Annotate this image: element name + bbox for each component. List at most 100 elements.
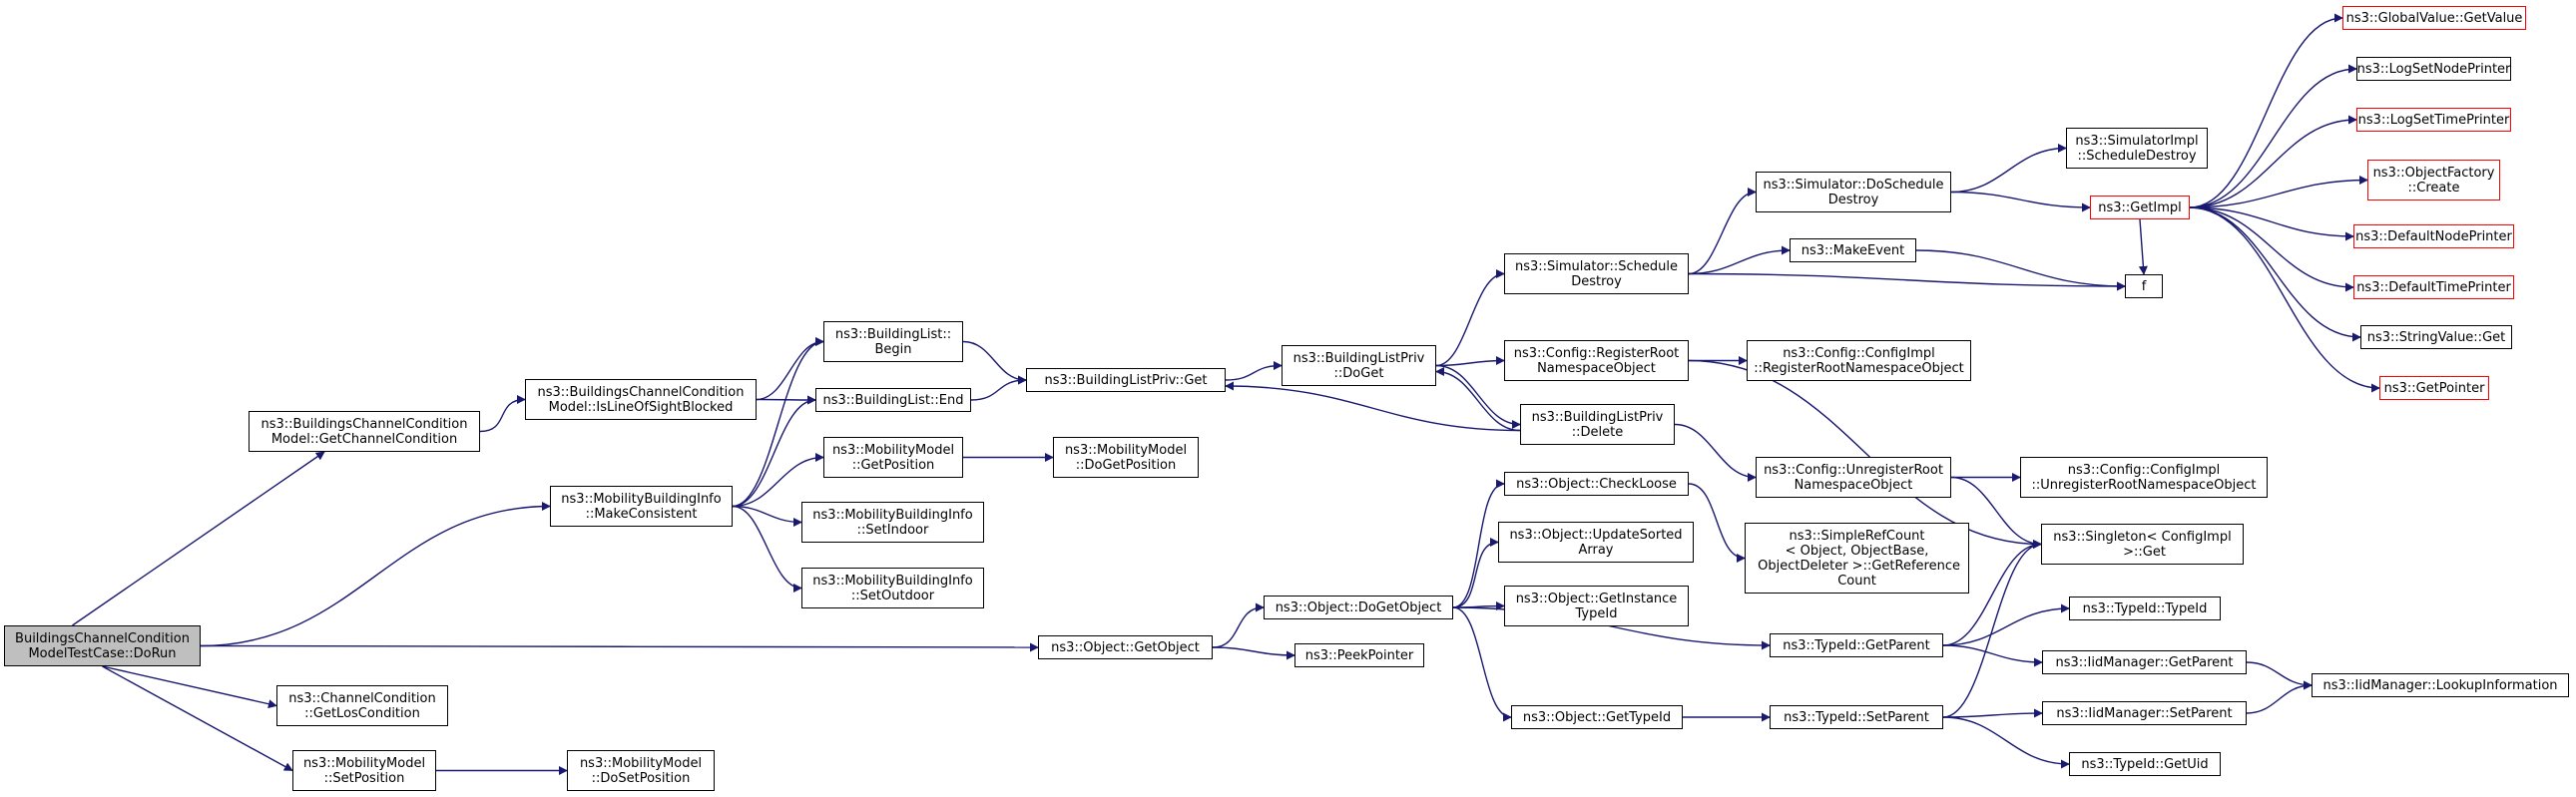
node-default-time-printer[interactable]: ns3::DefaultTimePrinter xyxy=(2353,275,2514,299)
edge-makeConsistent-to-setOutdoor xyxy=(732,505,802,593)
edge-typeIdSetParent-to-singletonGet xyxy=(1942,540,2042,718)
node-object-get-typeid[interactable]: ns3::Object::GetTypeId xyxy=(1511,705,1683,729)
edge-doGetObject-to-checkLoose xyxy=(1452,479,1505,608)
node-mobility-get-position[interactable]: ns3::MobilityModel ::GetPosition xyxy=(823,437,963,478)
edge-blpDoGet-to-cfgRegisterRoot xyxy=(1435,356,1505,367)
edge-getImpl-to-stringValueGet xyxy=(2189,206,2361,342)
edge-cfgRegisterRoot-to-singletonGet xyxy=(1688,359,2042,549)
edge-root-to-getChannelCondition xyxy=(72,451,325,626)
edge-getImpl-to-f xyxy=(2138,218,2148,275)
node-object-factory-create[interactable]: ns3::ObjectFactory ::Create xyxy=(2367,160,2500,200)
edge-cfgUnregisterRoot-to-singletonGet xyxy=(1950,476,2042,549)
edge-isLineOfSightBlocked-to-buildingListBegin xyxy=(756,337,824,401)
edge-blpDelete-to-cfgUnregisterRoot xyxy=(1674,423,1757,482)
edge-makeConsistent-to-buildingListEnd xyxy=(732,395,816,508)
edge-buildingListBegin-to-blpGet xyxy=(962,340,1027,385)
node-typeid-get-uid[interactable]: ns3::TypeId::GetUid xyxy=(2069,752,2221,776)
node-global-value-get-value[interactable]: ns3::GlobalValue::GetValue xyxy=(2342,6,2526,30)
edge-makeConsistent-to-setIndoor xyxy=(732,505,802,527)
edge-makeConsistent-to-buildingListBegin xyxy=(732,337,824,508)
edge-blpDoGet-to-simScheduleDestroy xyxy=(1435,269,1505,367)
node-object-do-get-object[interactable]: ns3::Object::DoGetObject xyxy=(1264,596,1453,619)
node-do-set-position[interactable]: ns3::MobilityModel ::DoSetPosition xyxy=(567,750,715,791)
node-get-los-condition[interactable]: ns3::ChannelCondition ::GetLosCondition xyxy=(276,685,448,726)
node-set-indoor[interactable]: ns3::MobilityBuildingInfo ::SetIndoor xyxy=(801,502,984,543)
node-f[interactable]: f xyxy=(2125,274,2163,298)
node-set-position[interactable]: ns3::MobilityModel ::SetPosition xyxy=(292,750,436,791)
node-set-outdoor[interactable]: ns3::MobilityBuildingInfo ::SetOutdoor xyxy=(801,568,984,608)
edge-root-to-makeConsistent xyxy=(200,502,551,647)
edge-root-to-getLosCondition xyxy=(102,665,277,709)
node-iidmanager-set-parent[interactable]: ns3::IidManager::SetParent xyxy=(2042,701,2247,725)
edge-typeIdGetParent-to-iidGetParent xyxy=(1942,644,2043,667)
edge-makeConsistent-to-mmGetPosition xyxy=(732,453,824,508)
edge-checkLoose-to-simpleRefCount xyxy=(1688,483,1746,563)
edge-root-to-setPosition xyxy=(102,665,293,772)
node-config-register-root[interactable]: ns3::Config::RegisterRoot NamespaceObjec… xyxy=(1504,340,1689,381)
edge-simScheduleDestroy-to-f xyxy=(1688,272,2126,291)
node-get-channel-condition[interactable]: ns3::BuildingsChannelCondition Model::Ge… xyxy=(249,411,480,452)
node-building-list-end[interactable]: ns3::BuildingList::End xyxy=(815,388,971,412)
node-string-value-get[interactable]: ns3::StringValue::Get xyxy=(2360,325,2512,349)
node-typeid-typeid[interactable]: ns3::TypeId::TypeId xyxy=(2069,597,2221,620)
edge-iidSetParent-to-iidLookupInformation xyxy=(2246,680,2313,714)
edge-getChannelCondition-to-isLineOfSightBlocked xyxy=(479,395,526,433)
edge-getImpl-to-objectFactoryCreate xyxy=(2189,176,2368,208)
node-typeid-get-parent[interactable]: ns3::TypeId::GetParent xyxy=(1770,633,1943,657)
edge-blpGet-to-blpDoGet xyxy=(1225,361,1283,381)
node-configimpl-unregister-root[interactable]: ns3::Config::ConfigImpl ::UnregisterRoot… xyxy=(2020,457,2268,498)
node-root-dorun[interactable]: BuildingsChannelCondition ModelTestCase:… xyxy=(4,625,201,666)
node-object-get-instance-typeid[interactable]: ns3::Object::GetInstance TypeId xyxy=(1504,586,1689,626)
edge-getImpl-to-globalValueGetValue xyxy=(2189,13,2343,208)
node-iidmanager-get-parent[interactable]: ns3::IidManager::GetParent xyxy=(2042,650,2247,674)
edge-doGetObject-to-getTypeId xyxy=(1452,606,1512,722)
node-simulator-schedule-destroy[interactable]: ns3::Simulator::Schedule Destroy xyxy=(1504,253,1689,294)
edge-makeEvent-to-f xyxy=(1915,249,2126,291)
node-configimpl-register-root[interactable]: ns3::Config::ConfigImpl ::RegisterRootNa… xyxy=(1747,340,1971,381)
edge-blpDelete-to-blpDoGet xyxy=(1435,367,1521,432)
edge-simDoScheduleDestroy-to-implScheduleDestroy xyxy=(1950,144,2067,194)
node-log-set-time-printer[interactable]: ns3::LogSetTimePrinter xyxy=(2356,108,2511,132)
edge-getImpl-to-defaultNodePrinter xyxy=(2189,206,2354,241)
edge-typeIdGetParent-to-singletonGet xyxy=(1942,540,2042,646)
edge-simScheduleDestroy-to-simDoScheduleDestroy xyxy=(1688,188,1757,275)
node-building-list-priv-delete[interactable]: ns3::BuildingListPriv ::Delete xyxy=(1520,404,1675,445)
edge-simScheduleDestroy-to-makeEvent xyxy=(1688,245,1791,275)
edge-root-to-getObject xyxy=(200,642,1039,652)
node-mobility-do-get-position[interactable]: ns3::MobilityModel ::DoGetPosition xyxy=(1053,437,1199,478)
node-is-line-of-sight-blocked[interactable]: ns3::BuildingsChannelCondition Model::Is… xyxy=(525,379,757,420)
node-iidmanager-lookup-information[interactable]: ns3::IidManager::LookupInformation xyxy=(2312,673,2569,697)
node-config-unregister-root[interactable]: ns3::Config::UnregisterRoot NamespaceObj… xyxy=(1756,457,1951,498)
edge-getImpl-to-logSetTimePrinter xyxy=(2189,115,2357,208)
node-make-event[interactable]: ns3::MakeEvent xyxy=(1790,238,1916,262)
node-get-pointer[interactable]: ns3::GetPointer xyxy=(2379,376,2489,400)
edge-buildingListEnd-to-blpGet xyxy=(970,375,1027,401)
node-object-check-loose[interactable]: ns3::Object::CheckLoose xyxy=(1504,472,1689,496)
edge-getObject-to-peekPointer xyxy=(1212,646,1295,660)
node-simple-ref-count[interactable]: ns3::SimpleRefCount < Object, ObjectBase… xyxy=(1745,523,1969,594)
edge-doGetObject-to-typeIdGetParent xyxy=(1452,606,1771,650)
edge-doGetObject-to-updateSortedArray xyxy=(1452,538,1499,608)
node-get-impl[interactable]: ns3::GetImpl xyxy=(2090,196,2190,219)
edge-typeIdGetParent-to-typeIdTypeId xyxy=(1942,603,2070,646)
edge-getImpl-to-getPointer xyxy=(2189,206,2380,393)
edge-getImpl-to-logSetNodePrinter xyxy=(2189,64,2357,208)
node-peek-pointer[interactable]: ns3::PeekPointer xyxy=(1294,643,1424,667)
node-simulator-do-schedule-destroy[interactable]: ns3::Simulator::DoSchedule Destroy xyxy=(1756,172,1951,212)
edge-blpDelete-to-blpGet xyxy=(1225,381,1521,432)
node-building-list-priv-doget[interactable]: ns3::BuildingListPriv ::DoGet xyxy=(1282,345,1436,386)
edge-simDoScheduleDestroy-to-getImpl xyxy=(1950,191,2091,212)
node-default-node-printer[interactable]: ns3::DefaultNodePrinter xyxy=(2353,224,2514,248)
node-object-update-sorted-array[interactable]: ns3::Object::UpdateSorted Array xyxy=(1498,522,1694,563)
edge-iidGetParent-to-iidLookupInformation xyxy=(2246,661,2313,690)
node-simulatorimpl-schedule-destroy[interactable]: ns3::SimulatorImpl ::ScheduleDestroy xyxy=(2066,128,2208,169)
edge-blpDoGet-to-blpDelete xyxy=(1435,364,1521,429)
node-building-list-begin[interactable]: ns3::BuildingList:: Begin xyxy=(823,321,963,362)
node-log-set-node-printer[interactable]: ns3::LogSetNodePrinter xyxy=(2356,57,2511,81)
node-make-consistent[interactable]: ns3::MobilityBuildingInfo ::MakeConsiste… xyxy=(550,486,733,527)
node-typeid-set-parent[interactable]: ns3::TypeId::SetParent xyxy=(1770,705,1943,729)
node-building-list-priv-get[interactable]: ns3::BuildingListPriv::Get xyxy=(1026,368,1226,392)
node-get-object[interactable]: ns3::Object::GetObject xyxy=(1038,635,1213,659)
node-singleton-configimpl-get[interactable]: ns3::Singleton< ConfigImpl >::Get xyxy=(2041,524,2244,565)
